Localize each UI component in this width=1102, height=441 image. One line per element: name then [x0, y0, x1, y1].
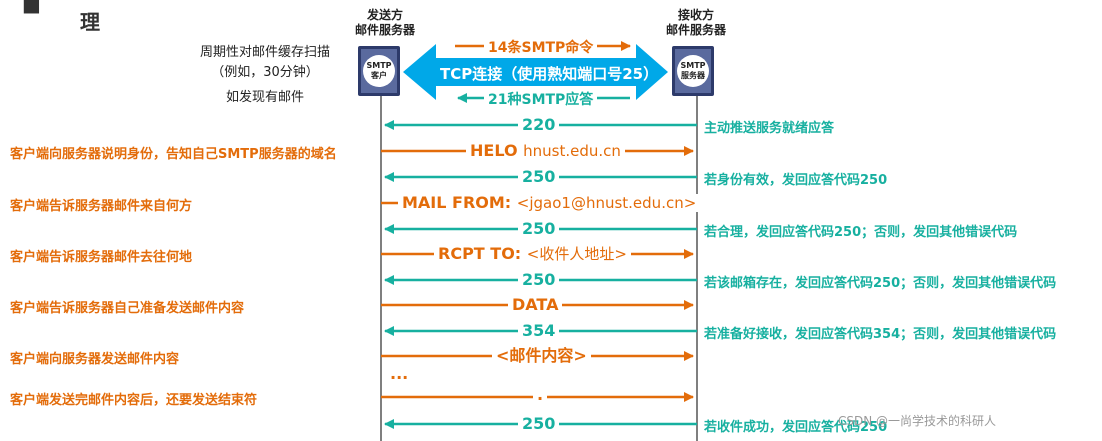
- receiver-header: 接收方 邮件服务器: [641, 8, 751, 38]
- reply-desc-354: 若准备好接收，发回应答代码354；否则，发回其他错误代码: [704, 327, 1057, 342]
- desc-data: 客户端告诉服务器自己准备发送邮件内容: [10, 301, 245, 316]
- receiver-header-line2: 邮件服务器: [665, 23, 726, 37]
- reply-desc-250-c: 若该邮箱存在，发回应答代码250；否则，发回其他错误代码: [704, 276, 1057, 291]
- scan-note: 周期性对邮件缓存扫描 （例如，30分钟）: [180, 43, 350, 83]
- msg-label-354: 354: [518, 322, 560, 340]
- msg-label-dot: .: [533, 386, 548, 404]
- reply-desc-250-a: 若身份有效，发回应答代码250: [704, 173, 888, 188]
- msg-label-220: 220: [518, 116, 560, 134]
- commands-label: 14条SMTP命令: [484, 37, 598, 57]
- desc-rcptto: 客户端告诉服务器邮件去往何地: [10, 250, 193, 265]
- msg-label-250-b: 250: [518, 220, 560, 238]
- scan-note-line1: 周期性对邮件缓存扫描: [199, 45, 330, 60]
- tcp-connection-label: TCP连接（使用熟知端口号25）: [440, 65, 659, 83]
- watermark: CSDN @一尚学技术的科研人: [838, 414, 997, 428]
- sender-box-line2: 客户: [371, 71, 387, 80]
- msg-label-250-a: 250: [518, 168, 560, 186]
- helo-command: HELO: [470, 141, 518, 160]
- receiver-smtp-box: SMTP 服务器: [672, 46, 714, 96]
- found-mail-note: 如发现有邮件: [225, 90, 304, 105]
- msg-label-rcptto: RCPT TO: <收件人地址>: [434, 245, 631, 263]
- reply-desc-250-b: 若合理，发回应答代码250；否则，发回其他错误代码: [704, 225, 1018, 240]
- mailfrom-command: MAIL FROM:: [402, 193, 512, 212]
- title-fragment: ■: [22, 0, 41, 16]
- msg-label-data: DATA: [508, 296, 563, 314]
- rcptto-command: RCPT TO:: [438, 244, 522, 263]
- msg-label-content: <邮件内容>: [492, 347, 591, 365]
- desc-mailfrom: 客户端告诉服务器邮件来自何方: [10, 199, 193, 214]
- desc-helo: 客户端向服务器说明身份，告知自己SMTP服务器的域名: [10, 147, 337, 162]
- helo-param: hnust.edu.cn: [523, 142, 621, 160]
- receiver-box-line1: SMTP: [680, 61, 706, 70]
- sender-header-line1: 发送方: [366, 8, 403, 22]
- scan-note-line2: （例如，30分钟）: [211, 65, 319, 80]
- reply-desc-220: 主动推送服务就绪应答: [704, 121, 835, 136]
- sender-box-line1: SMTP: [366, 61, 392, 70]
- mailfrom-param: <jgao1@hnust.edu.cn>: [516, 194, 697, 212]
- msg-label-250-d: 250: [518, 415, 560, 433]
- sender-smtp-box: SMTP 客户: [358, 46, 400, 96]
- replies-label: 21种SMTP应答: [484, 89, 598, 109]
- sender-header: 发送方 邮件服务器: [330, 8, 440, 38]
- sender-smtp-circle: SMTP 客户: [363, 55, 395, 87]
- title-fragment-2: 理: [80, 10, 100, 34]
- ellipsis-label: ...: [390, 364, 409, 383]
- receiver-smtp-circle: SMTP 服务器: [677, 55, 709, 87]
- tcp-connection-arrow: [403, 44, 668, 100]
- msg-label-250-c: 250: [518, 271, 560, 289]
- reply-desc-250-d: 若收件成功，发回应答代码250: [704, 420, 888, 435]
- receiver-box-line2: 服务器: [681, 71, 705, 80]
- msg-label-helo: HELO hnust.edu.cn: [466, 142, 625, 160]
- msg-label-mailfrom: MAIL FROM: <jgao1@hnust.edu.cn>: [398, 193, 701, 212]
- receiver-header-line1: 接收方: [677, 8, 714, 22]
- rcptto-param: <收件人地址>: [526, 245, 627, 263]
- desc-endmark: 客户端发送完邮件内容后，还要发送结束符: [10, 393, 258, 408]
- desc-content: 客户端向服务器发送邮件内容: [10, 352, 180, 367]
- sender-header-line2: 邮件服务器: [354, 23, 415, 37]
